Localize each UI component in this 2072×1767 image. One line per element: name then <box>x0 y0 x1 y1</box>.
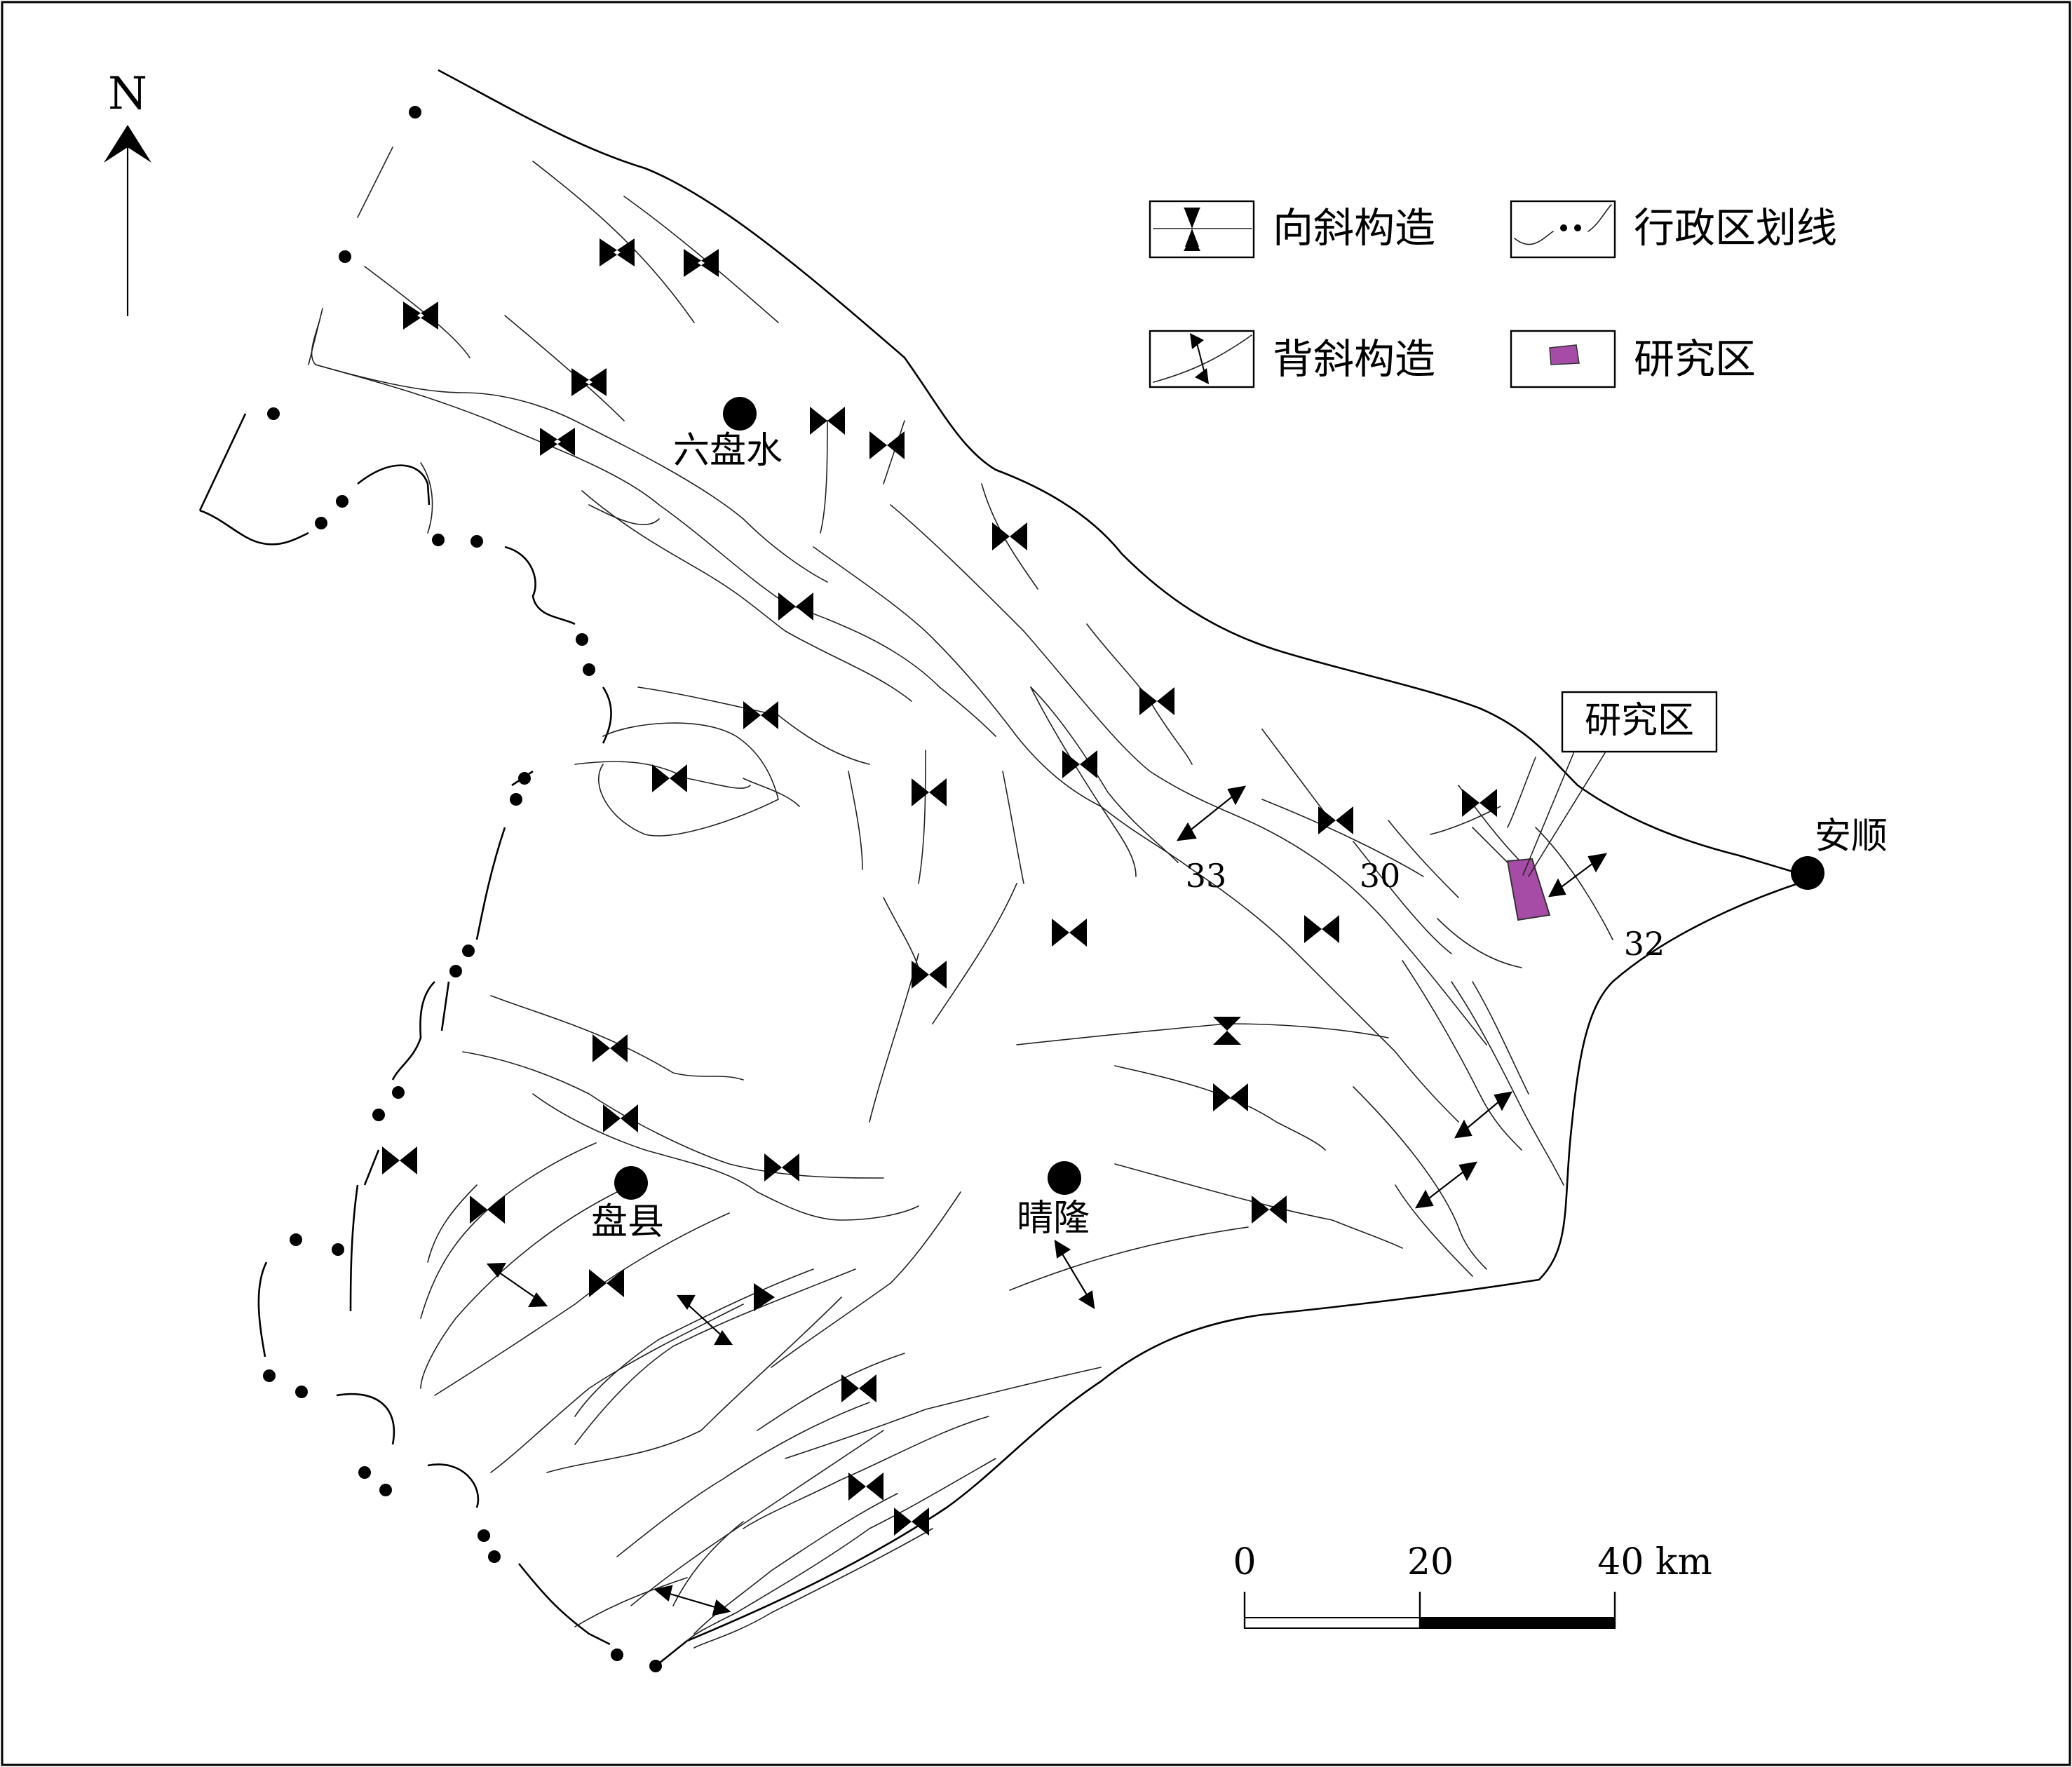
scale-bar: 0 20 40 km <box>1233 1541 1712 1629</box>
city-label-liupanshui: 六盘水 <box>673 430 783 472</box>
region-boundary <box>198 69 1810 1670</box>
scale-tick-20: 20 <box>1407 1541 1454 1583</box>
legend-item-study-area: 研究区 <box>1510 330 1756 388</box>
label-33: 33 <box>1186 857 1227 895</box>
legend-label-study-area: 研究区 <box>1634 335 1756 383</box>
structure-lines <box>311 161 1613 1648</box>
city-label-panxian: 盘县 <box>591 1201 664 1243</box>
legend-label-syncline: 向斜构造 <box>1273 204 1435 252</box>
syncline-symbols <box>382 238 1497 1536</box>
label-30: 30 <box>1360 857 1401 895</box>
legend: 向斜构造 行政区划线 背斜构造 研究区 <box>1149 200 1837 388</box>
callout-label: 研究区 <box>1585 700 1694 742</box>
legend-item-anticline: 背斜构造 <box>1149 330 1435 388</box>
legend-label-anticline: 背斜构造 <box>1273 335 1435 383</box>
city-qinglong: 晴隆 <box>1017 1161 1090 1240</box>
study-area-polygon <box>1506 858 1551 921</box>
scale-tick-40km: 40 km <box>1597 1541 1712 1583</box>
city-label-anshun: 安顺 <box>1815 815 1888 858</box>
legend-item-syncline: 向斜构造 <box>1149 200 1435 259</box>
city-anshun: 安顺 <box>1791 815 1888 890</box>
north-arrow: N <box>104 68 151 317</box>
legend-label-admin-boundary: 行政区划线 <box>1634 204 1837 252</box>
city-liupanshui: 六盘水 <box>673 397 783 472</box>
scale-tick-0: 0 <box>1233 1541 1256 1583</box>
city-label-qinglong: 晴隆 <box>1017 1198 1090 1240</box>
boundary-dots <box>263 106 662 1672</box>
label-32: 32 <box>1624 925 1665 963</box>
legend-item-admin-boundary: 行政区划线 <box>1510 200 1837 259</box>
anticline-symbols <box>486 785 1608 1616</box>
study-area-callout: 研究区 <box>1522 691 1718 877</box>
city-panxian: 盘县 <box>591 1166 664 1243</box>
north-label: N <box>108 68 147 120</box>
